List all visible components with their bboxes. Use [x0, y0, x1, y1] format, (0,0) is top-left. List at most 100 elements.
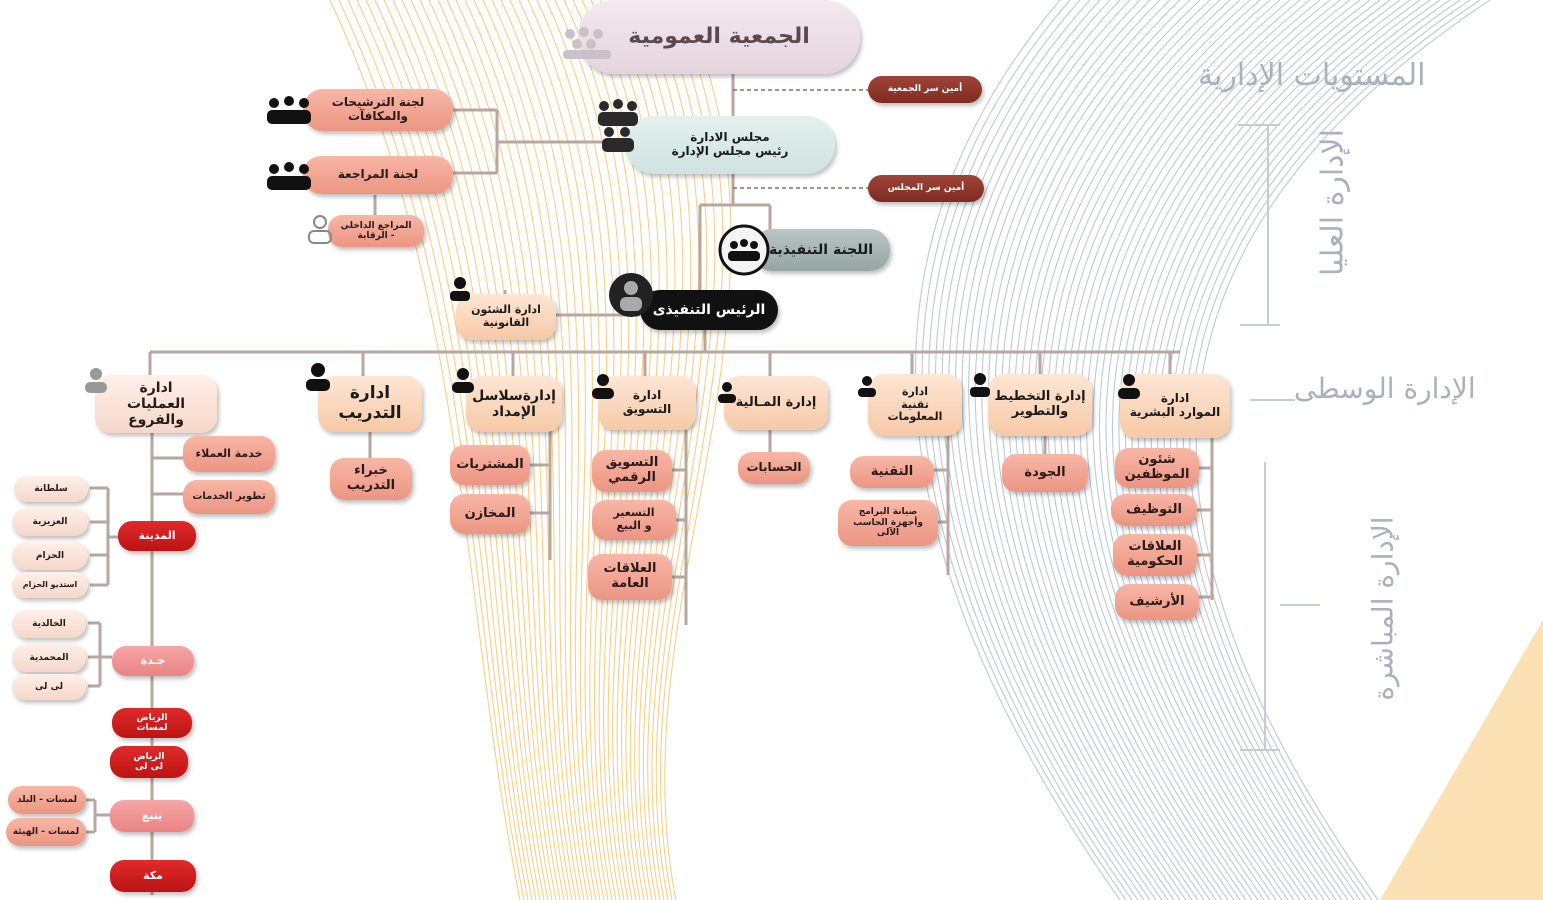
branch-riyadh-lili[interactable]: الرياض لى لى	[110, 746, 188, 778]
hr-government-relations-box[interactable]: العلاقات الحكومية	[1113, 534, 1197, 576]
hr-gov-label-2: الحكومية	[1127, 554, 1183, 569]
general-assembly-label: الجمعية العمومية	[628, 24, 810, 50]
branch-lili-label: لى لى	[34, 681, 64, 692]
planning-label-1: إدارة التخطيط	[994, 389, 1086, 405]
it-technology-box[interactable]: التقنية	[850, 456, 934, 488]
hr-label-1: ادارة	[1160, 391, 1190, 406]
branch-jeddah[interactable]: جـدة	[112, 646, 194, 676]
branch-makkah[interactable]: مكة	[110, 860, 196, 892]
group-icon	[563, 27, 611, 59]
quality-box[interactable]: الجودة	[1002, 454, 1088, 492]
legal-affairs-box[interactable]: ادارة الشئون القانونية	[456, 294, 556, 340]
internal-auditor-box[interactable]: المراجع الداخلي - الرقابة	[328, 215, 424, 247]
general-assembly-box[interactable]: الجمعية العمومية	[578, 0, 860, 74]
branch-studio-hizam[interactable]: استديو الحزام	[12, 572, 88, 598]
ceo-box[interactable]: الرئيس التنفيذى	[640, 290, 778, 330]
branch-lamasat-hayaa[interactable]: لمسات - الهيئة	[6, 818, 86, 846]
hr-archive-box[interactable]: الأرشيف	[1115, 584, 1199, 620]
audit-committee-label: لجنة المراجعة	[337, 167, 419, 182]
it-dept-box[interactable]: ادارة تقنية المعلومات	[868, 374, 962, 436]
branch-madinah-label: المدينة	[138, 528, 176, 542]
branch-yanbu-label: ينبع	[141, 808, 163, 822]
legal-affairs-label-2: القانونية	[482, 316, 530, 329]
hr-employee-affairs-label-1: شئون	[1138, 452, 1176, 468]
branch-muhammadiyah[interactable]: المحمدية	[12, 644, 86, 672]
it-label-1: ادارة	[902, 385, 929, 399]
it-label-2: تقنية	[901, 397, 929, 411]
stores-label: المخازن	[464, 505, 516, 521]
services-development-box[interactable]: تطوير الخدمات	[183, 480, 275, 514]
branch-lamasat-balad-label: لمسات - البلد	[17, 794, 78, 805]
group-icon	[267, 162, 311, 190]
training-experts-box[interactable]: خبراء التدريب	[330, 458, 412, 500]
accounts-box[interactable]: الحسابات	[738, 452, 810, 484]
public-relations-box[interactable]: العلاقات العامة	[588, 554, 672, 600]
hr-employee-affairs-box[interactable]: شئون الموظفين	[1115, 448, 1199, 488]
planning-dept-box[interactable]: إدارة التخطيط والتطوير	[988, 374, 1092, 436]
it-label-3: المعلومات	[887, 410, 943, 424]
digital-marketing-label-2: الرقمي	[608, 470, 656, 485]
digital-marketing-box[interactable]: التسويق الرقمي	[592, 450, 672, 492]
branch-aziziyah[interactable]: العزيزية	[12, 508, 88, 536]
planning-label-2: والتطوير	[1011, 404, 1069, 419]
public-relations-label-1: العلاقات	[603, 561, 657, 577]
operations-dept-box[interactable]: ادارة العمليات والفروع	[95, 375, 217, 433]
branch-lili[interactable]: لى لى	[12, 674, 86, 700]
supply-chain-label-1: إدارةسلاسل	[472, 387, 556, 404]
branch-yanbu[interactable]: ينبع	[110, 800, 194, 832]
branch-riyadh-lamasat-label-2: لمسات	[136, 723, 168, 733]
purchases-box[interactable]: المشتريات	[450, 445, 530, 485]
executive-badge-icon	[718, 224, 770, 276]
training-dept-box[interactable]: ادارة التدريب	[318, 376, 422, 432]
person-icon	[970, 373, 990, 397]
group-icon	[267, 96, 311, 124]
branch-khalidiyah[interactable]: الخالدية	[12, 610, 86, 638]
branch-riyadh-lamasat[interactable]: الرياض لمسات	[112, 708, 192, 738]
branch-madinah[interactable]: المدينة	[118, 521, 196, 551]
board-secretary-label: أمين سر المجلس	[887, 183, 965, 194]
branch-riyadh-lili-label-1: الرياض	[133, 751, 165, 762]
internal-auditor-label-1: المراجع الداخلي	[340, 220, 412, 231]
branch-sultana[interactable]: سلطانة	[14, 476, 88, 502]
branch-jeddah-label: جـدة	[140, 653, 166, 667]
person-icon	[452, 368, 474, 393]
person-icon	[85, 368, 107, 393]
board-label: مجلس الادارة	[690, 130, 770, 145]
audit-committee-box[interactable]: لجنة المراجعة	[303, 156, 453, 194]
branch-muhammadiyah-label: المحمدية	[29, 652, 69, 663]
person-icon	[1118, 374, 1140, 399]
board-secretary-box[interactable]: أمين سر المجلس	[868, 175, 984, 202]
executive-committee-box[interactable]: اللجنة التنفيذية	[752, 229, 890, 271]
training-experts-label-1: خبراء	[354, 463, 388, 479]
user-outline-icon	[308, 215, 332, 244]
pricing-sales-box[interactable]: التسعير و البيع	[592, 500, 676, 540]
branch-hizam-label: الحزام	[35, 550, 65, 561]
it-maintenance-box[interactable]: صيانة البرامج وأجهزة الحاسب الآلى	[838, 500, 938, 546]
services-development-label: تطوير الخدمات	[192, 491, 266, 503]
customer-service-box[interactable]: خدمة العملاء	[183, 436, 275, 472]
branch-hizam[interactable]: الحزام	[12, 542, 88, 570]
supply-chain-dept-box[interactable]: إدارةسلاسل الإمداد	[466, 376, 562, 432]
it-maintenance-label-2: وأجهزة الحاسب	[853, 517, 923, 528]
marketing-label-2: التسويق	[622, 402, 672, 416]
hr-dept-box[interactable]: ادارة الموارد البشرية	[1120, 374, 1230, 438]
finance-dept-label: إدارة المـالية	[735, 394, 817, 410]
person-icon	[450, 277, 470, 301]
branch-lamasat-balad[interactable]: لمسات - البلد	[8, 786, 86, 814]
nominations-committee-box[interactable]: لجنة الترشيحات والمكافآت	[303, 89, 453, 131]
board-of-directors-box[interactable]: مجلس الادارة رئيس مجلس الإدارة	[625, 116, 835, 174]
marketing-dept-box[interactable]: ادارة التسويق	[598, 376, 696, 430]
finance-dept-box[interactable]: إدارة المـالية	[724, 376, 828, 430]
assembly-secretary-box[interactable]: أمين سر الجمعية	[868, 76, 982, 103]
hr-recruitment-box[interactable]: التوظيف	[1111, 494, 1197, 526]
ceo-label: الرئيس التنفيذى	[652, 301, 766, 318]
branch-studio-hizam-label: استديو الحزام	[22, 580, 78, 590]
stores-box[interactable]: المخازن	[450, 494, 530, 534]
direct-management-label: الإدارة المباشرة	[1366, 516, 1400, 701]
accounts-label: الحسابات	[746, 460, 802, 475]
nominations-label-2: والمكافآت	[347, 109, 409, 123]
operations-label-2: العمليات والفروع	[126, 395, 186, 429]
person-icon	[592, 374, 614, 399]
internal-auditor-label-2: - الرقابة	[357, 231, 395, 241]
